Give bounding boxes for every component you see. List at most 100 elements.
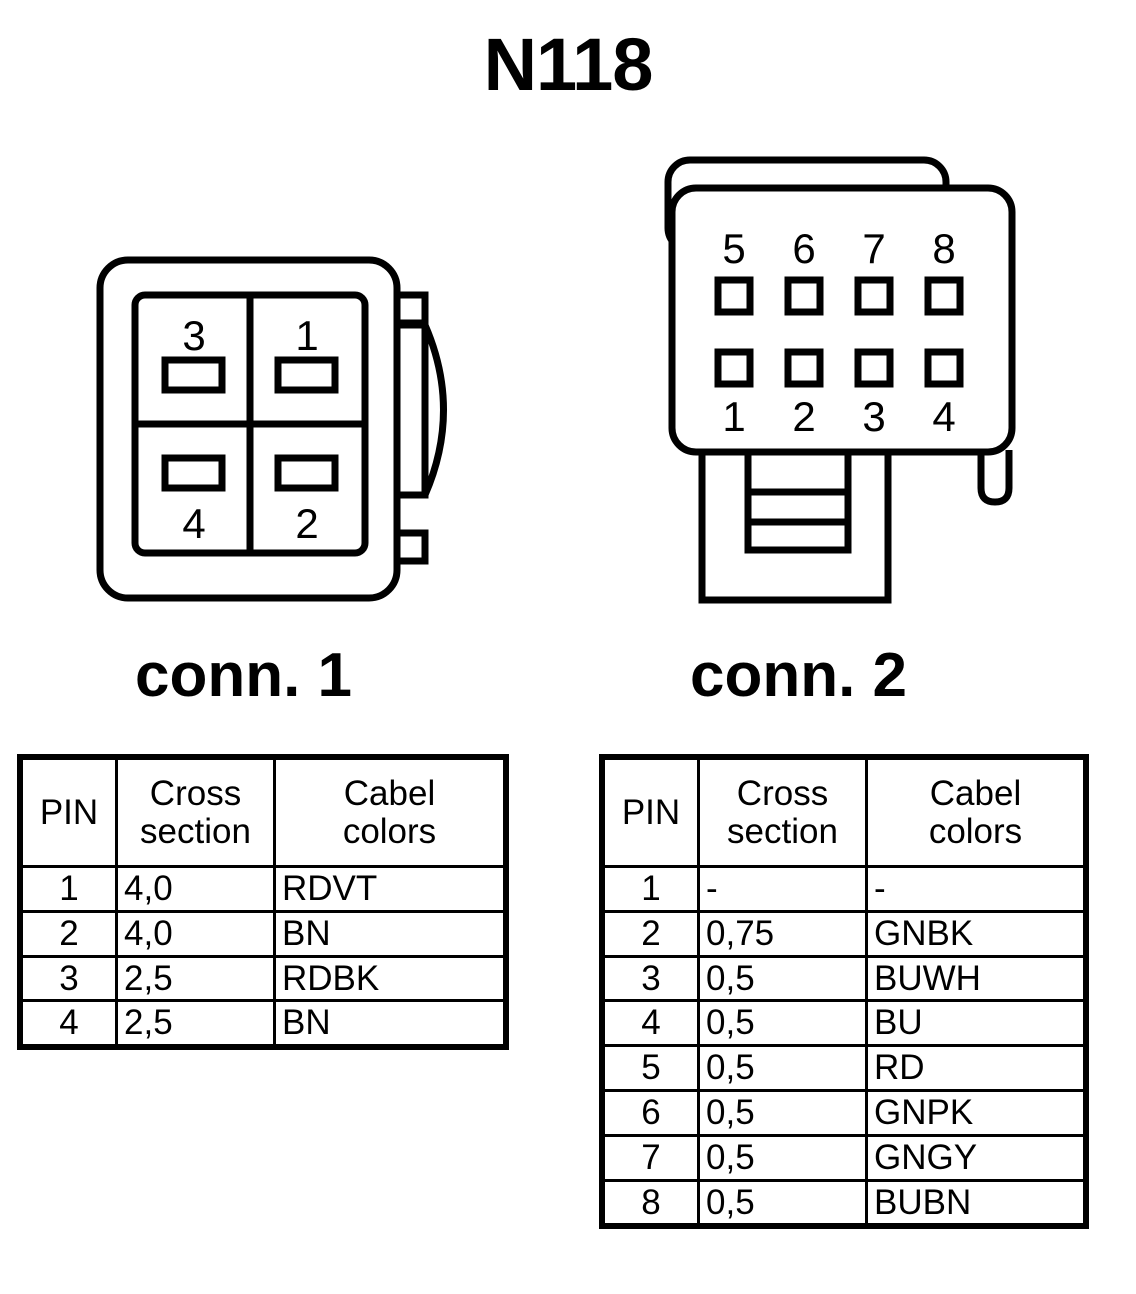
cell-pin: 2 xyxy=(602,909,700,958)
connector-1-pin-number-2: 2 xyxy=(295,500,318,547)
table-row: 4 0,5 BU xyxy=(602,999,1086,1048)
connector-2-pin-square-7 xyxy=(854,276,894,316)
connector-1-pin-number-1: 1 xyxy=(295,312,318,359)
cell-cabel-colors: RDVT xyxy=(273,865,506,913)
table-header-row: PIN Cross section Cabel colors xyxy=(20,757,506,868)
cell-pin: 5 xyxy=(602,1044,700,1092)
connector-1-key-block xyxy=(393,321,429,499)
cell-pin: 1 xyxy=(602,865,700,913)
cell-pin: 3 xyxy=(602,954,700,1003)
connector-1-latch-bottom xyxy=(393,529,429,565)
table-row: 1 - - xyxy=(602,865,1086,913)
connector-2-diagram: 5 6 7 8 1 2 3 4 xyxy=(650,150,1050,610)
connector-1-slot-2 xyxy=(274,454,339,492)
connector-2-pin-number-4: 4 xyxy=(932,393,955,440)
header-pin-line-1: PIN xyxy=(621,792,681,832)
connector-1-table-header: PIN Cross section Cabel colors xyxy=(20,757,506,868)
cell-pin: 1 xyxy=(20,865,118,913)
cell-cross-section: 0,5 xyxy=(697,954,868,1003)
header-cross-section-line-2: section xyxy=(727,811,838,851)
connector-2-pin-number-8: 8 xyxy=(932,225,955,272)
connector-2-pin-square-2 xyxy=(784,348,824,388)
connector-2-label: conn. 2 xyxy=(690,641,908,710)
table-header-row: PIN Cross section Cabel colors xyxy=(602,757,1086,868)
connector-2-pin-square-1 xyxy=(714,348,754,388)
cell-cross-section: 0,5 xyxy=(697,1178,868,1227)
table-row: 3 2,5 RDBK xyxy=(20,954,506,1003)
connector-2-pin-square-6 xyxy=(784,276,824,316)
table-row: 8 0,5 BUBN xyxy=(602,1178,1086,1227)
cell-cabel-colors: BN xyxy=(273,909,506,958)
connector-2-pin-number-3: 3 xyxy=(862,393,885,440)
connector-1-pin-table: PIN Cross section Cabel colors 1 4,0 RDV… xyxy=(17,753,509,1051)
connector-1-table-body: 1 4,0 RDVT 2 4,0 BN 3 2,5 RDBK 4 2,5 BN xyxy=(20,865,506,1048)
cell-pin: 3 xyxy=(20,954,118,1003)
cell-cross-section: 0,5 xyxy=(697,999,868,1048)
cell-cabel-colors: GNPK xyxy=(865,1088,1086,1137)
connector-1-key-curve xyxy=(421,323,447,497)
cell-pin: 4 xyxy=(602,999,700,1048)
header-cross-section-line-1: Cross xyxy=(149,773,242,813)
connector-2-pin-square-3 xyxy=(854,348,894,388)
header-pin: PIN xyxy=(20,757,118,868)
page-title: N118 xyxy=(483,23,654,106)
header-cabel-colors-line-1: Cabel xyxy=(929,773,1022,813)
connector-2-pin-square-5 xyxy=(714,276,754,316)
cell-cabel-colors: RDBK xyxy=(273,954,506,1003)
table-row: 7 0,5 GNGY xyxy=(602,1133,1086,1182)
header-cabel-colors: Cabel colors xyxy=(865,757,1086,868)
table-row: 5 0,5 RD xyxy=(602,1044,1086,1092)
header-cabel-colors: Cabel colors xyxy=(273,757,506,868)
cell-pin: 7 xyxy=(602,1133,700,1182)
cell-cabel-colors: GNBK xyxy=(865,909,1086,958)
cell-cross-section: 2,5 xyxy=(115,954,276,1003)
header-pin: PIN xyxy=(602,757,700,868)
connector-2-pin-number-2: 2 xyxy=(792,393,815,440)
connector-1-slot-4 xyxy=(161,454,226,492)
connector-2-side-tab xyxy=(977,450,1013,506)
cell-pin: 2 xyxy=(20,909,118,958)
cell-cross-section: 4,0 xyxy=(115,909,276,958)
connector-2-bottom-stem xyxy=(698,452,892,604)
cell-cabel-colors: BN xyxy=(273,999,506,1048)
cell-cross-section: 0,5 xyxy=(697,1044,868,1092)
header-cross-section: Cross section xyxy=(115,757,276,868)
connector-2-pin-table: PIN Cross section Cabel colors 1 - - 2 0… xyxy=(599,753,1089,1230)
cell-cross-section: 0,75 xyxy=(697,909,868,958)
table-row: 3 0,5 BUWH xyxy=(602,954,1086,1003)
connector-2-table-body: 1 - - 2 0,75 GNBK 3 0,5 BUWH 4 0,5 BU 5 … xyxy=(602,865,1086,1227)
cell-pin: 6 xyxy=(602,1088,700,1137)
connector-2-pin-number-7: 7 xyxy=(862,225,885,272)
header-cross-section: Cross section xyxy=(697,757,868,868)
connector-2-pin-number-1: 1 xyxy=(722,393,745,440)
connector-2-pin-square-4 xyxy=(924,348,964,388)
connector-1-slot-3 xyxy=(161,356,226,394)
cell-cabel-colors: - xyxy=(865,865,1086,913)
cell-cross-section: 2,5 xyxy=(115,999,276,1048)
connector-1-slot-1 xyxy=(274,356,339,394)
connector-1-pin-number-3: 3 xyxy=(182,312,205,359)
table-row: 1 4,0 RDVT xyxy=(20,865,506,913)
connector-2-pin-number-6: 6 xyxy=(792,225,815,272)
connector-1-pin-number-4: 4 xyxy=(182,500,205,547)
header-cabel-colors-line-1: Cabel xyxy=(343,773,436,813)
table-row: 2 4,0 BN xyxy=(20,909,506,958)
connector-2-stem-inner-block xyxy=(744,448,852,554)
table-row: 6 0,5 GNPK xyxy=(602,1088,1086,1137)
header-cross-section-line-1: Cross xyxy=(736,773,829,813)
cell-pin: 8 xyxy=(602,1178,700,1227)
header-cross-section-line-2: section xyxy=(140,811,251,851)
header-cabel-colors-line-2: colors xyxy=(928,811,1023,851)
cell-cross-section: 4,0 xyxy=(115,865,276,913)
connector-2-pin-square-8 xyxy=(924,276,964,316)
table-row: 4 2,5 BN xyxy=(20,999,506,1048)
cell-cross-section: 0,5 xyxy=(697,1088,868,1137)
cell-cabel-colors: BU xyxy=(865,999,1086,1048)
connector-1-latch-top xyxy=(393,291,429,327)
cell-cross-section: - xyxy=(697,865,868,913)
connector-1-diagram: 3 1 4 2 xyxy=(80,250,500,610)
header-cabel-colors-line-2: colors xyxy=(342,811,437,851)
cell-cabel-colors: BUBN xyxy=(865,1178,1086,1227)
cell-cabel-colors: BUWH xyxy=(865,954,1086,1003)
connector-2-pin-number-5: 5 xyxy=(722,225,745,272)
